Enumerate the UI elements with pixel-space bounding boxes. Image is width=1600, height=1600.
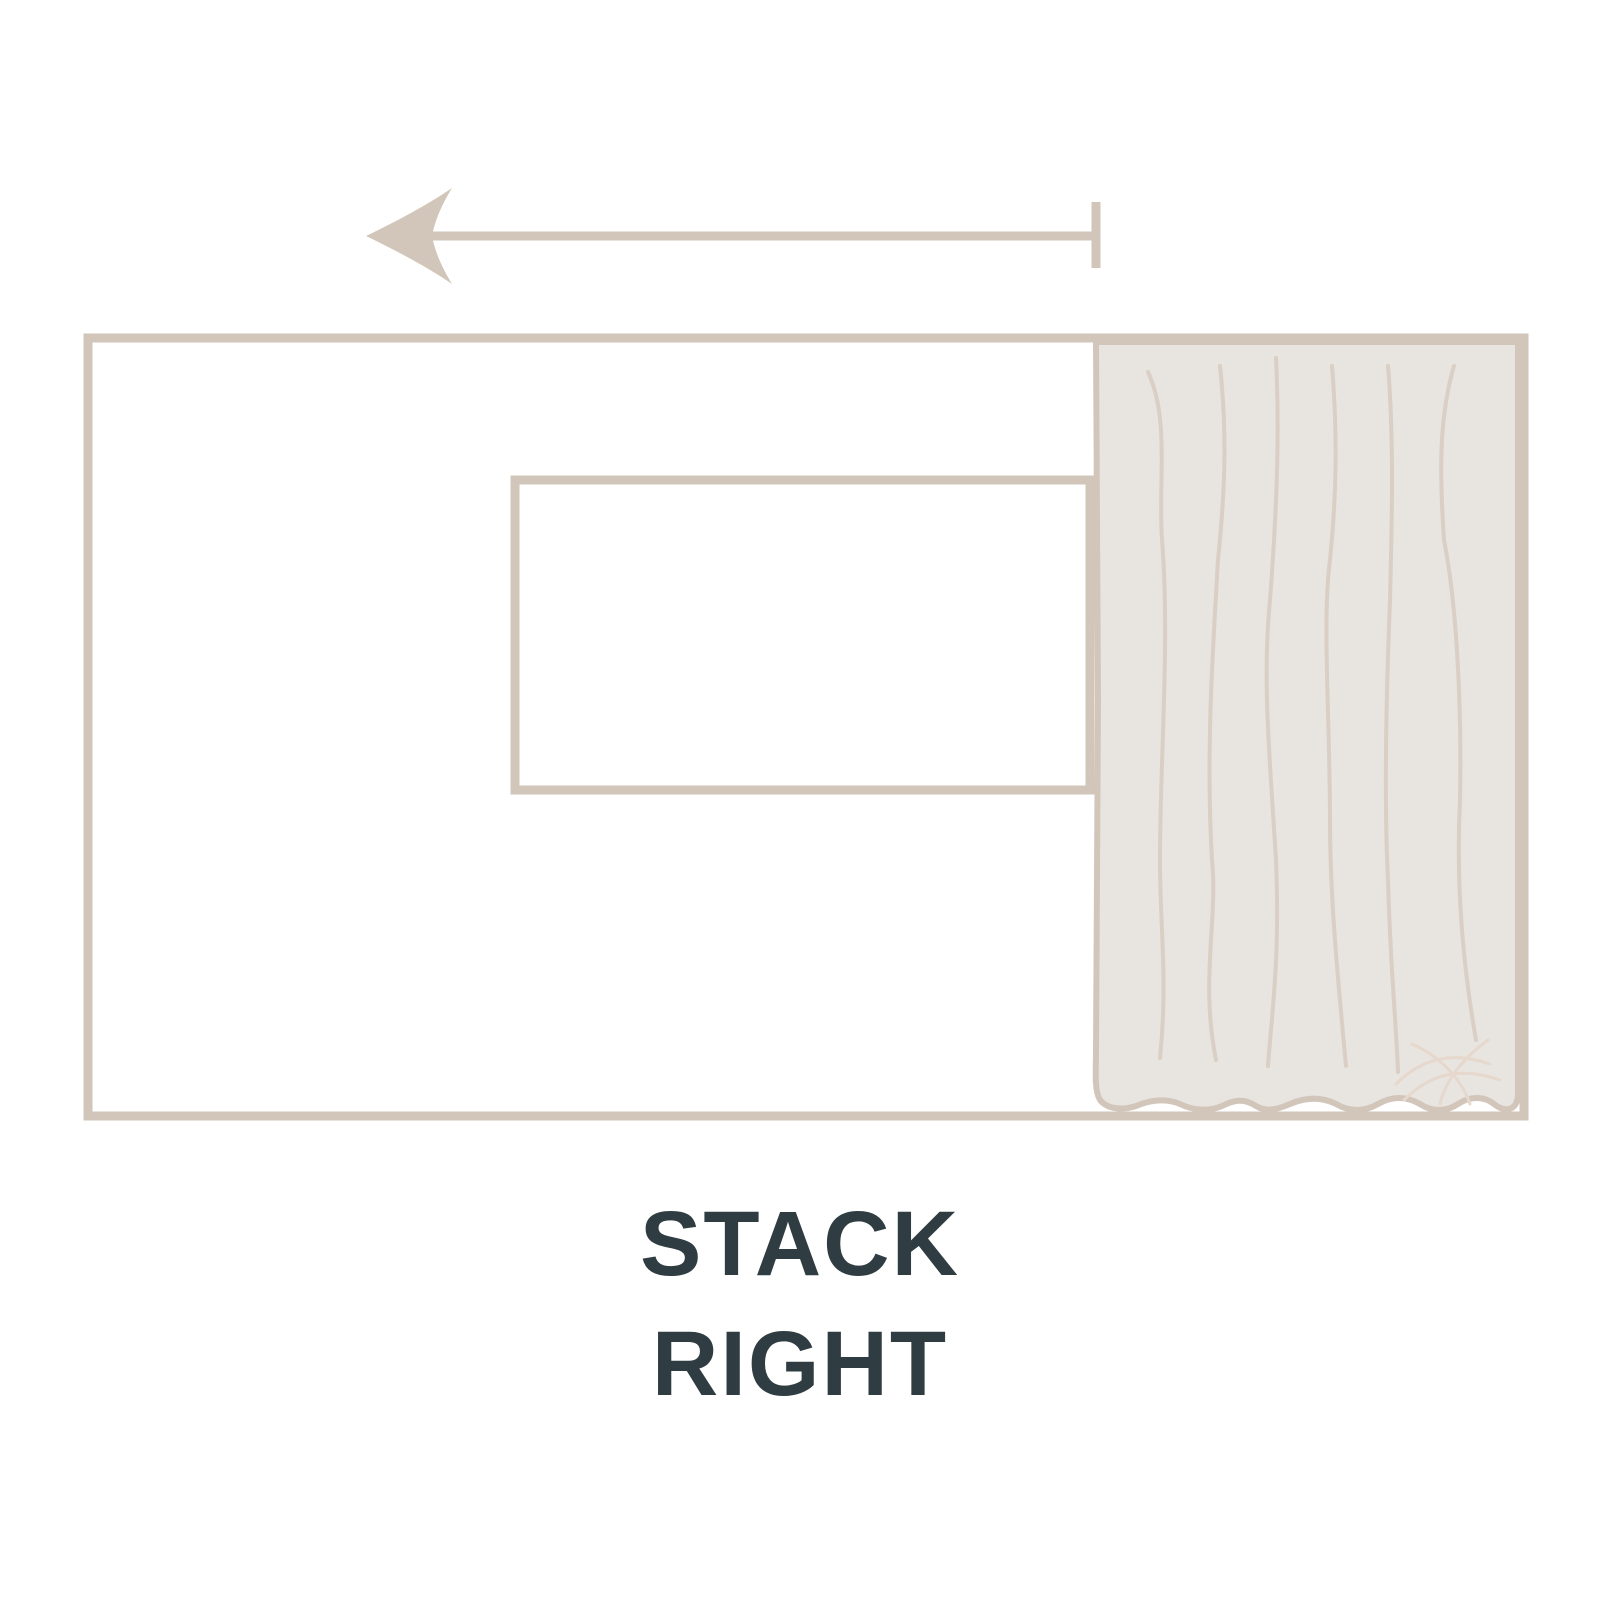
curtain-folds — [1146, 356, 1478, 1074]
curtain-fold-5 — [1383, 364, 1400, 1074]
curtain-fold-2 — [1207, 364, 1227, 1062]
window-outline — [510, 475, 1095, 795]
curtain-fold-4 — [1324, 364, 1348, 1068]
caption-line-right: RIGHT — [651, 1313, 949, 1415]
curtain-panel — [1092, 339, 1521, 1113]
arrow-head — [366, 188, 452, 284]
wall-outline — [83, 333, 1529, 1121]
curtain-fold-1 — [1146, 370, 1168, 1060]
curtain-hem-swirls — [1394, 1038, 1502, 1106]
curtain-fold-6 — [1439, 364, 1478, 1042]
hem-swirl-2 — [1402, 1071, 1502, 1102]
left-arrow-icon — [366, 188, 1101, 284]
curtain-icon — [1092, 339, 1521, 1113]
curtain-fold-3 — [1264, 356, 1280, 1068]
hem-swirl-4 — [1438, 1038, 1490, 1106]
hem-swirl-3 — [1410, 1042, 1472, 1106]
caption-line-stack: STACK — [639, 1193, 961, 1295]
